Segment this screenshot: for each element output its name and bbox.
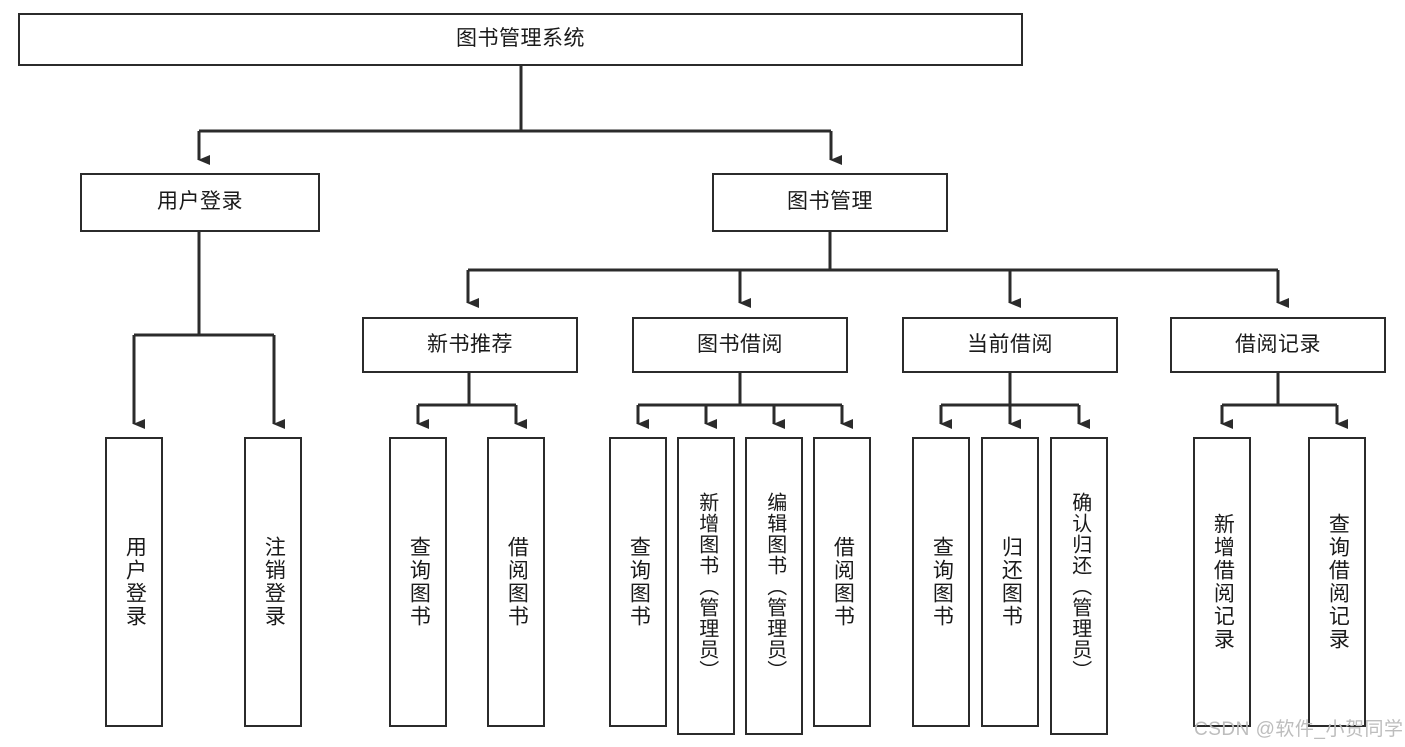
- node-root-system[interactable]: 图书管理系统: [18, 13, 1023, 66]
- leaf-query-borrow-record[interactable]: 查询借阅记录: [1308, 437, 1366, 727]
- node-current-borrow[interactable]: 当前借阅: [902, 317, 1118, 373]
- leaf-query-book-current[interactable]: 查询图书: [912, 437, 970, 727]
- leaf-logout-login[interactable]: 注销登录: [244, 437, 302, 727]
- node-book-borrow[interactable]: 图书借阅: [632, 317, 848, 373]
- leaf-return-book[interactable]: 归还图书: [981, 437, 1039, 727]
- node-book-management[interactable]: 图书管理: [712, 173, 948, 232]
- leaf-edit-book-admin[interactable]: 编辑图书（管理员）: [745, 437, 803, 735]
- leaf-add-book-admin[interactable]: 新增图书（管理员）: [677, 437, 735, 735]
- csdn-watermark: CSDN @软件_小贺同学: [1194, 719, 1404, 740]
- node-user-login[interactable]: 用户登录: [80, 173, 320, 232]
- leaf-confirm-return-admin[interactable]: 确认归还（管理员）: [1050, 437, 1108, 735]
- node-new-book-recommend[interactable]: 新书推荐: [362, 317, 578, 373]
- leaf-borrow-book[interactable]: 借阅图书: [813, 437, 871, 727]
- leaf-query-book-recommend[interactable]: 查询图书: [389, 437, 447, 727]
- leaf-borrow-book-recommend[interactable]: 借阅图书: [487, 437, 545, 727]
- node-borrow-record[interactable]: 借阅记录: [1170, 317, 1386, 373]
- leaf-add-borrow-record[interactable]: 新增借阅记录: [1193, 437, 1251, 727]
- leaf-query-book-borrow[interactable]: 查询图书: [609, 437, 667, 727]
- leaf-user-login[interactable]: 用户登录: [105, 437, 163, 727]
